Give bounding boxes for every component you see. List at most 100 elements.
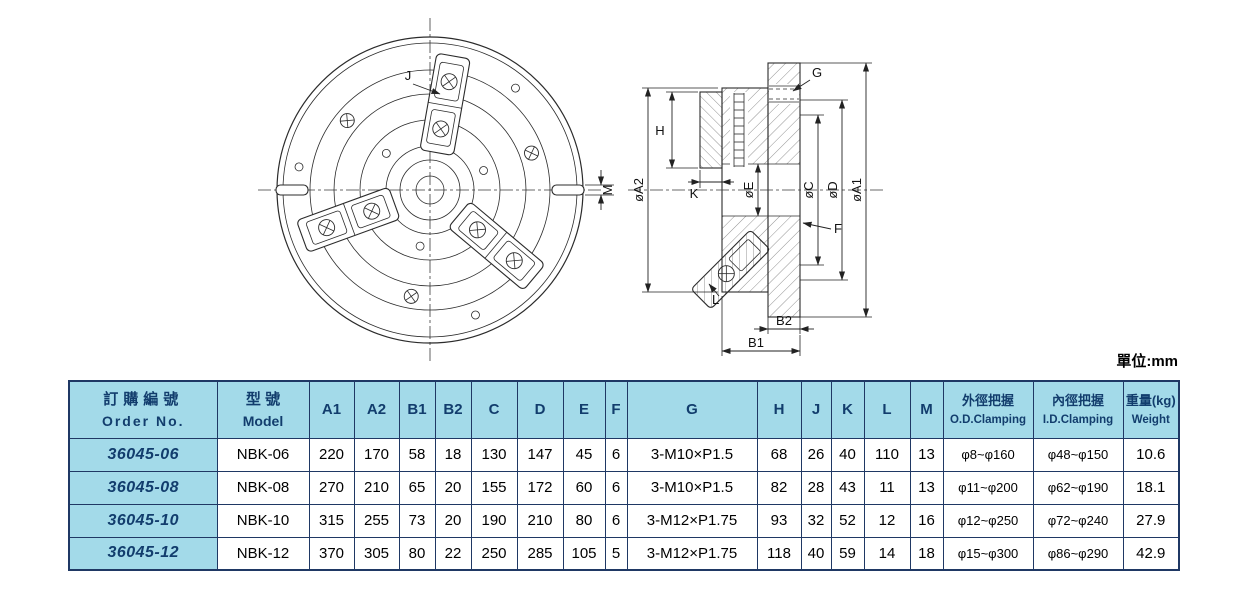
cell-order-no: 36045-06 bbox=[68, 437, 218, 472]
header-id-en: I.D.Clamping bbox=[1042, 414, 1114, 427]
table-row: 36045-10 NBK-10 315 255 73 20 190 210 80… bbox=[68, 503, 1180, 538]
cell-j: 32 bbox=[800, 503, 832, 538]
cell-id-clamping: φ48~φ150 bbox=[1032, 437, 1124, 472]
label-l: L bbox=[712, 292, 719, 307]
label-od: øD bbox=[825, 181, 840, 198]
cell-j: 40 bbox=[800, 536, 832, 571]
cell-m: 16 bbox=[909, 503, 944, 538]
chuck-jaw bbox=[447, 200, 546, 291]
cell-e: 105 bbox=[562, 536, 606, 571]
cell-od-clamping: φ12~φ250 bbox=[942, 503, 1034, 538]
cell-m: 18 bbox=[909, 536, 944, 571]
cell-weight: 10.6 bbox=[1122, 437, 1180, 472]
cell-b2: 20 bbox=[434, 470, 472, 505]
cell-d: 210 bbox=[516, 503, 564, 538]
cell-d: 172 bbox=[516, 470, 564, 505]
dim-m: M bbox=[585, 170, 615, 210]
header-order-no: 訂購編號 Order No. bbox=[68, 380, 218, 439]
cell-g: 3-M12×P1.75 bbox=[626, 536, 758, 571]
header-model-en: Model bbox=[242, 412, 284, 429]
cell-c: 250 bbox=[470, 536, 518, 571]
cell-h: 68 bbox=[756, 437, 802, 472]
cell-g: 3-M12×P1.75 bbox=[626, 503, 758, 538]
mount-screw bbox=[336, 110, 358, 131]
cell-k: 40 bbox=[830, 437, 865, 472]
cell-a1: 370 bbox=[308, 536, 355, 571]
dim-oa2: øA2 bbox=[631, 87, 718, 293]
cell-c: 155 bbox=[470, 470, 518, 505]
dim-k: K bbox=[688, 170, 734, 201]
header-od-clamping: 外徑把握 O.D.Clamping bbox=[942, 380, 1034, 439]
cell-b2: 20 bbox=[434, 503, 472, 538]
rim-slot bbox=[275, 184, 309, 196]
dim-h: H bbox=[655, 91, 698, 169]
cell-h: 118 bbox=[756, 536, 802, 571]
cell-id-clamping: φ86~φ290 bbox=[1032, 536, 1124, 571]
cell-order-no: 36045-08 bbox=[68, 470, 218, 505]
cell-weight: 18.1 bbox=[1122, 470, 1180, 505]
header-model: 型 號 Model bbox=[216, 380, 310, 439]
cell-h: 93 bbox=[756, 503, 802, 538]
cell-k: 43 bbox=[830, 470, 865, 505]
cell-id-clamping: φ62~φ190 bbox=[1032, 470, 1124, 505]
cell-l: 12 bbox=[863, 503, 911, 538]
header-dim-m: M bbox=[909, 380, 944, 439]
header-dim-b2: B2 bbox=[434, 380, 472, 439]
header-dim-f: F bbox=[604, 380, 628, 439]
header-weight-zh: 重量(kg) bbox=[1125, 393, 1176, 409]
label-j: J bbox=[405, 68, 412, 83]
cell-k: 59 bbox=[830, 536, 865, 571]
cell-j: 28 bbox=[800, 470, 832, 505]
dim-g: G bbox=[792, 65, 822, 92]
cell-a1: 270 bbox=[308, 470, 355, 505]
cell-h: 82 bbox=[756, 470, 802, 505]
cell-model: NBK-08 bbox=[216, 470, 310, 505]
cell-od-clamping: φ11~φ200 bbox=[942, 470, 1034, 505]
header-row: 訂購編號 Order No. 型 號 Model A1 A2 B1 B2 C D… bbox=[68, 380, 1180, 439]
header-od-zh: 外徑把握 bbox=[961, 393, 1014, 409]
cell-g: 3-M10×P1.5 bbox=[626, 437, 758, 472]
cell-b2: 22 bbox=[434, 536, 472, 571]
cell-model: NBK-10 bbox=[216, 503, 310, 538]
header-dim-l: L bbox=[863, 380, 911, 439]
cell-m: 13 bbox=[909, 470, 944, 505]
header-dim-e: E bbox=[562, 380, 606, 439]
cell-d: 285 bbox=[516, 536, 564, 571]
cell-d: 147 bbox=[516, 437, 564, 472]
table-row: 36045-08 NBK-08 270 210 65 20 155 172 60… bbox=[68, 470, 1180, 505]
cell-model: NBK-06 bbox=[216, 437, 310, 472]
header-id-clamping: 內徑把握 I.D.Clamping bbox=[1032, 380, 1124, 439]
label-oa1: øA1 bbox=[849, 178, 864, 202]
chuck-jaw bbox=[295, 186, 401, 254]
header-dim-k: K bbox=[830, 380, 865, 439]
header-model-zh: 型 號 bbox=[245, 391, 281, 409]
dim-b2: B2 bbox=[754, 313, 814, 334]
label-oe: øE bbox=[741, 181, 756, 198]
cell-f: 5 bbox=[604, 536, 628, 571]
rim-slot bbox=[551, 184, 585, 196]
label-k: K bbox=[690, 186, 699, 201]
cell-order-no: 36045-10 bbox=[68, 503, 218, 538]
header-id-zh: 內徑把握 bbox=[1051, 393, 1104, 409]
table-row: 36045-06 NBK-06 220 170 58 18 130 147 45… bbox=[68, 437, 1180, 472]
header-dim-b1: B1 bbox=[398, 380, 436, 439]
header-dim-d: D bbox=[516, 380, 564, 439]
cell-g: 3-M10×P1.5 bbox=[626, 470, 758, 505]
cell-l: 110 bbox=[863, 437, 911, 472]
cell-a2: 210 bbox=[353, 470, 400, 505]
header-dim-g: G bbox=[626, 380, 758, 439]
cell-l: 11 bbox=[863, 470, 911, 505]
chuck-jaw bbox=[419, 52, 471, 157]
dim-oa1: øA1 bbox=[800, 62, 872, 318]
label-b2: B2 bbox=[776, 313, 792, 328]
cell-a1: 315 bbox=[308, 503, 355, 538]
dim-j: J bbox=[405, 68, 441, 95]
cell-a2: 170 bbox=[353, 437, 400, 472]
dimension-table: 訂購編號 Order No. 型 號 Model A1 A2 B1 B2 C D… bbox=[68, 380, 1180, 571]
cell-b1: 73 bbox=[398, 503, 436, 538]
cell-k: 52 bbox=[830, 503, 865, 538]
cell-weight: 27.9 bbox=[1122, 503, 1180, 538]
cell-l: 14 bbox=[863, 536, 911, 571]
cell-j: 26 bbox=[800, 437, 832, 472]
front-view: M J bbox=[258, 18, 615, 362]
